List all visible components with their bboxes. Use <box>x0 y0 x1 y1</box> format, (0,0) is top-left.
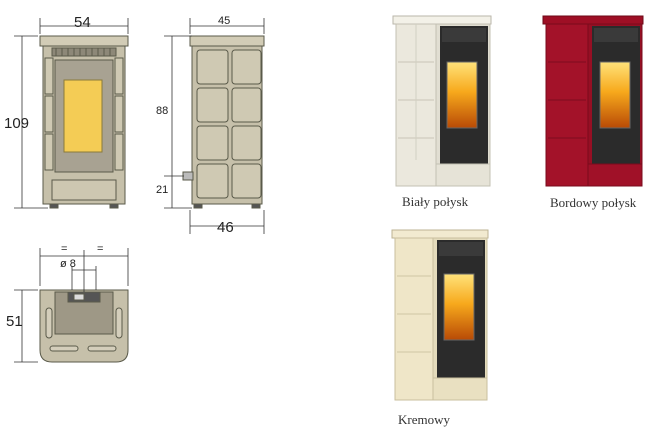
front-view-drawing <box>39 35 129 209</box>
front-width-label: 54 <box>74 14 91 31</box>
bordeaux-variant-caption: Bordowy połysk <box>550 195 637 210</box>
side-flue-height-label: 88 <box>156 105 169 117</box>
side-dimension-lines <box>164 18 265 234</box>
top-depth-label: 51 <box>6 313 23 330</box>
white-variant-caption: Biały połysk <box>402 194 469 209</box>
cream-variant-caption: Kremowy <box>398 412 450 427</box>
side-view-drawing <box>182 35 265 209</box>
equal-right-label: = <box>97 243 104 255</box>
equal-left-label: = <box>61 243 68 255</box>
front-dimension-lines <box>14 18 129 209</box>
top-dimension-lines <box>14 248 129 363</box>
white-stove-image <box>392 15 492 187</box>
bordeaux-stove-image <box>542 15 644 187</box>
front-height-label: 109 <box>4 115 30 132</box>
top-view-drawing <box>39 289 129 363</box>
side-bottom-width-label: 46 <box>217 219 234 236</box>
side-inlet-height-label: 21 <box>156 184 169 196</box>
side-top-width-label: 45 <box>218 15 231 27</box>
flue-diameter-label: ø 8 <box>60 258 76 270</box>
cream-stove-image <box>391 229 489 401</box>
